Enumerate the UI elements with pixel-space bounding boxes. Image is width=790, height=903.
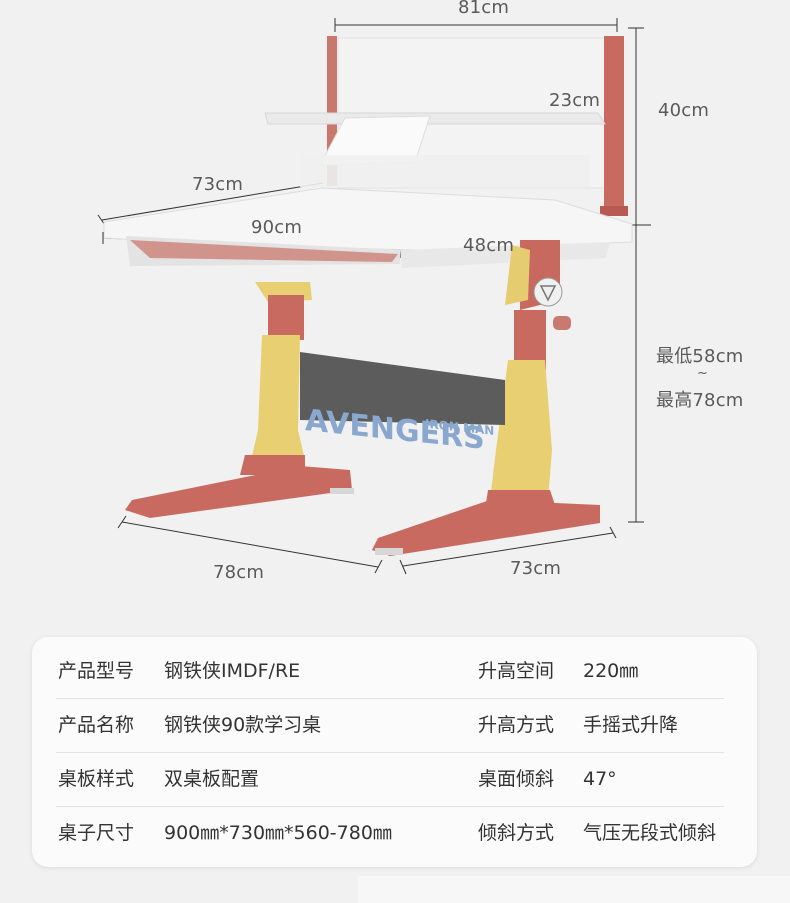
desk-drawing: AVENGERS IRON MAN — [97, 18, 651, 575]
dim-board-depth: 48cm — [463, 235, 515, 256]
right-column — [485, 240, 571, 510]
table-row: 桌板样式 双桌板配置 桌面倾斜 47° — [56, 752, 724, 807]
product-illustration: AVENGERS IRON MAN 81cm 23cm 40cm 73cm 90… — [97, 0, 744, 583]
shelf — [264, 112, 606, 187]
spec-value: 钢铁侠IMDF/RE — [164, 660, 301, 682]
spec-label: 升高空间 — [478, 660, 555, 682]
spec-value: 双桌板配置 — [164, 768, 260, 790]
dim-width-top: 81cm — [458, 0, 510, 18]
spec-value: 900㎜*730㎜*560-780㎜ — [164, 822, 392, 844]
spec-label: 桌板样式 — [58, 768, 135, 790]
dim-board-height: 40cm — [658, 100, 710, 121]
spec-label: 桌子尺寸 — [58, 822, 135, 844]
spec-table: 产品型号 钢铁侠IMDF/RE 升高空间 220㎜ 产品名称 钢铁侠90款学习桌… — [32, 637, 757, 867]
spec-label: 产品名称 — [58, 714, 135, 736]
spec-value: 钢铁侠90款学习桌 — [164, 714, 322, 736]
spec-value: 220㎜ — [583, 660, 639, 682]
spec-value: 47° — [583, 768, 617, 790]
table-row: 产品型号 钢铁侠IMDF/RE 升高空间 220㎜ — [56, 644, 724, 699]
dim-shelf-depth: 23cm — [549, 90, 601, 111]
table-row: 桌子尺寸 900㎜*730㎜*560-780㎜ 倾斜方式 气压无段式倾斜 — [56, 806, 724, 860]
bottom-strip — [358, 876, 790, 903]
spec-label: 倾斜方式 — [478, 822, 555, 844]
spec-label: 升高方式 — [478, 714, 555, 736]
dim-desk-depth-side: 73cm — [192, 174, 244, 195]
spec-value: 手摇式升降 — [583, 714, 679, 736]
dim-height-max: 最高78cm — [656, 390, 744, 411]
spec-value: 气压无段式倾斜 — [583, 822, 717, 844]
spec-label: 产品型号 — [58, 660, 135, 682]
desk-bases — [125, 466, 600, 556]
dim-height-separator: ~ — [697, 366, 709, 381]
dim-desk-width: 90cm — [251, 217, 303, 238]
left-column — [240, 282, 312, 475]
desk-top — [103, 187, 633, 268]
dim-base-left: 78cm — [213, 562, 265, 583]
spec-label: 桌面倾斜 — [478, 768, 555, 790]
brand-banner: AVENGERS IRON MAN — [300, 352, 505, 457]
dim-base-right: 73cm — [510, 558, 562, 579]
table-row: 产品名称 钢铁侠90款学习桌 升高方式 手摇式升降 — [56, 698, 724, 753]
dim-height-min: 最低58cm — [656, 346, 744, 367]
